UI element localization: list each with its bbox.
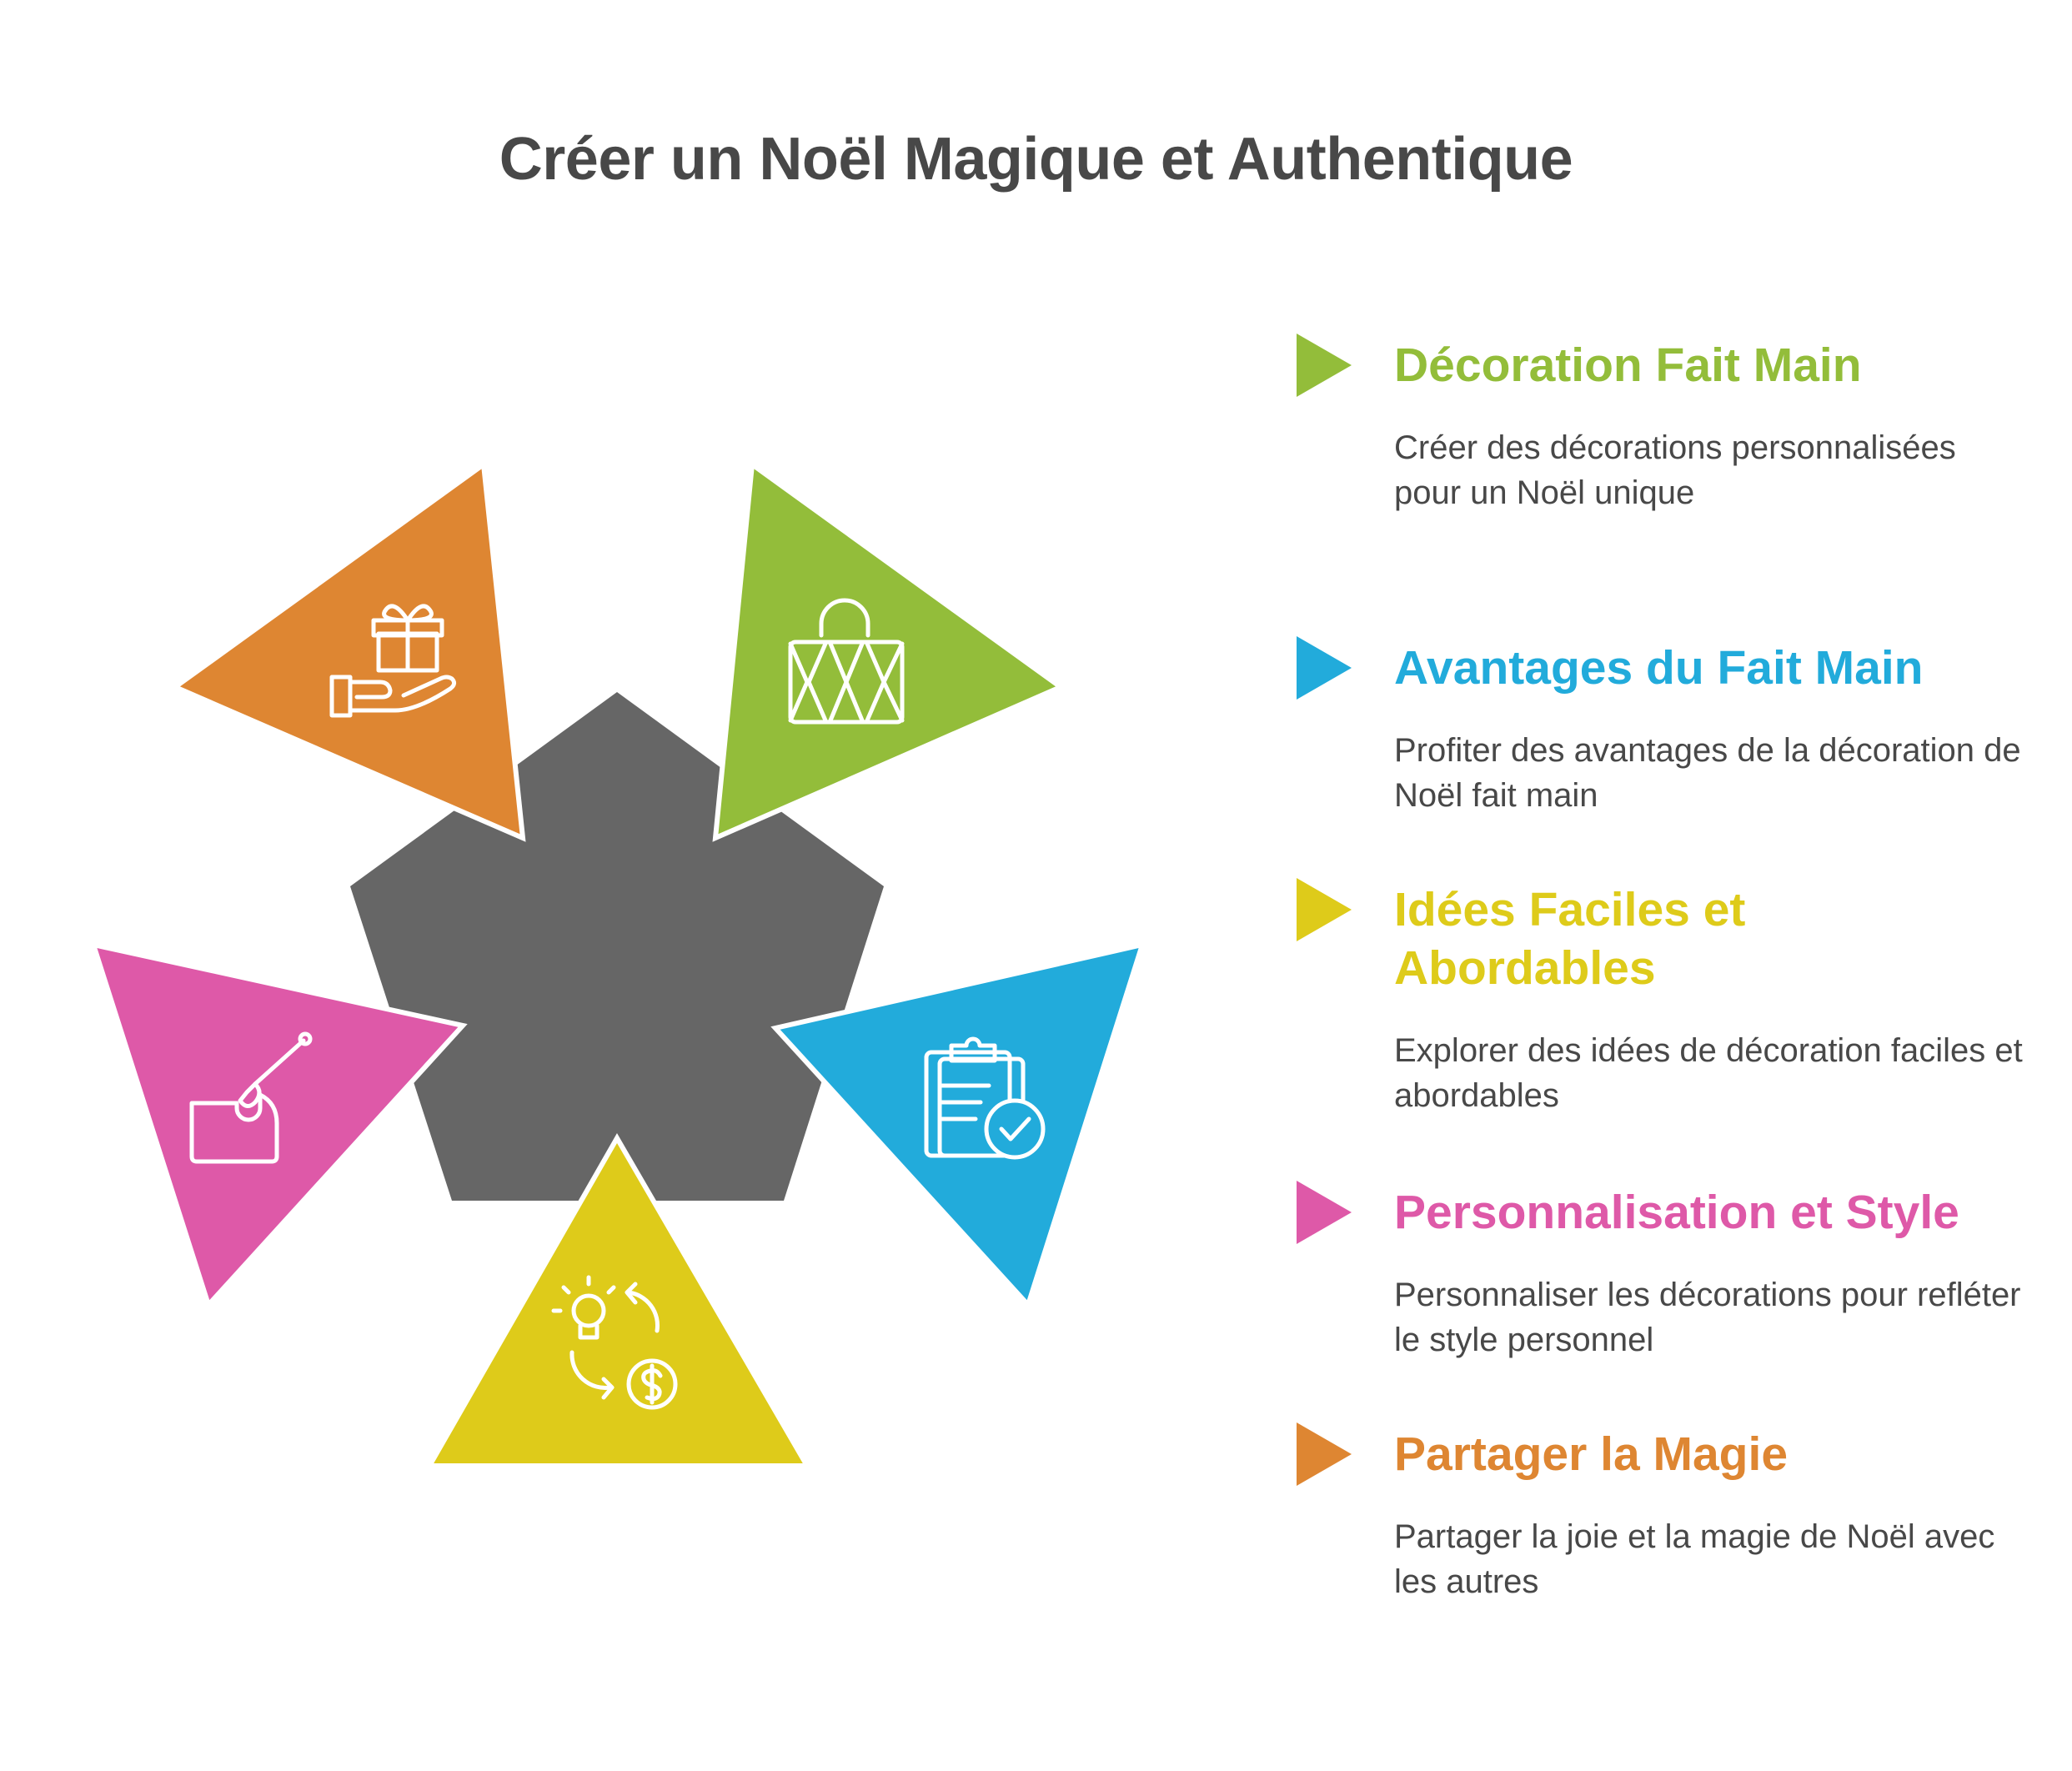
item-description: Créer des décorations personnalisées pou… [1394, 429, 1956, 511]
item-title: Idées Faciles et Abordables [1394, 883, 1746, 995]
triangle-orange [169, 459, 526, 842]
triangle-green [712, 459, 1066, 842]
lightbulb-dollar-icon [551, 1275, 678, 1410]
item-description: Partager la joie et la magie de Noël ave… [1394, 1518, 1995, 1600]
item-title: Partager la Magie [1394, 1427, 1789, 1481]
item-title: Décoration Fait Main [1394, 339, 1862, 392]
item-description: Profiter des avantages de la décoration … [1394, 732, 2021, 814]
pentagon-diagram [89, 459, 1146, 1468]
item-description: Personnaliser les décorations pour reflé… [1394, 1277, 2021, 1358]
paint-brush-icon [189, 1031, 313, 1164]
triangle-marker-icon [1297, 1181, 1352, 1244]
triangle-marker-icon [1297, 1422, 1352, 1486]
shopping-bag-icon [788, 598, 905, 725]
item-title: Personnalisation et Style [1394, 1186, 1959, 1239]
clipboard-check-icon [924, 1036, 1046, 1160]
gift-hand-icon [329, 604, 457, 718]
triangle-marker-icon [1297, 878, 1352, 941]
page-title: Créer un Noël Magique et Authentique [499, 126, 1573, 193]
item-description: Explorer des idées de décoration faciles… [1394, 1032, 2023, 1114]
triangle-pink [89, 941, 468, 1310]
triangle-blue [770, 941, 1146, 1310]
triangle-marker-icon [1297, 334, 1352, 397]
item-title: Avantages du Fait Main [1394, 641, 1924, 695]
triangle-marker-icon [1297, 636, 1352, 700]
triangle-yellow [424, 1132, 812, 1468]
